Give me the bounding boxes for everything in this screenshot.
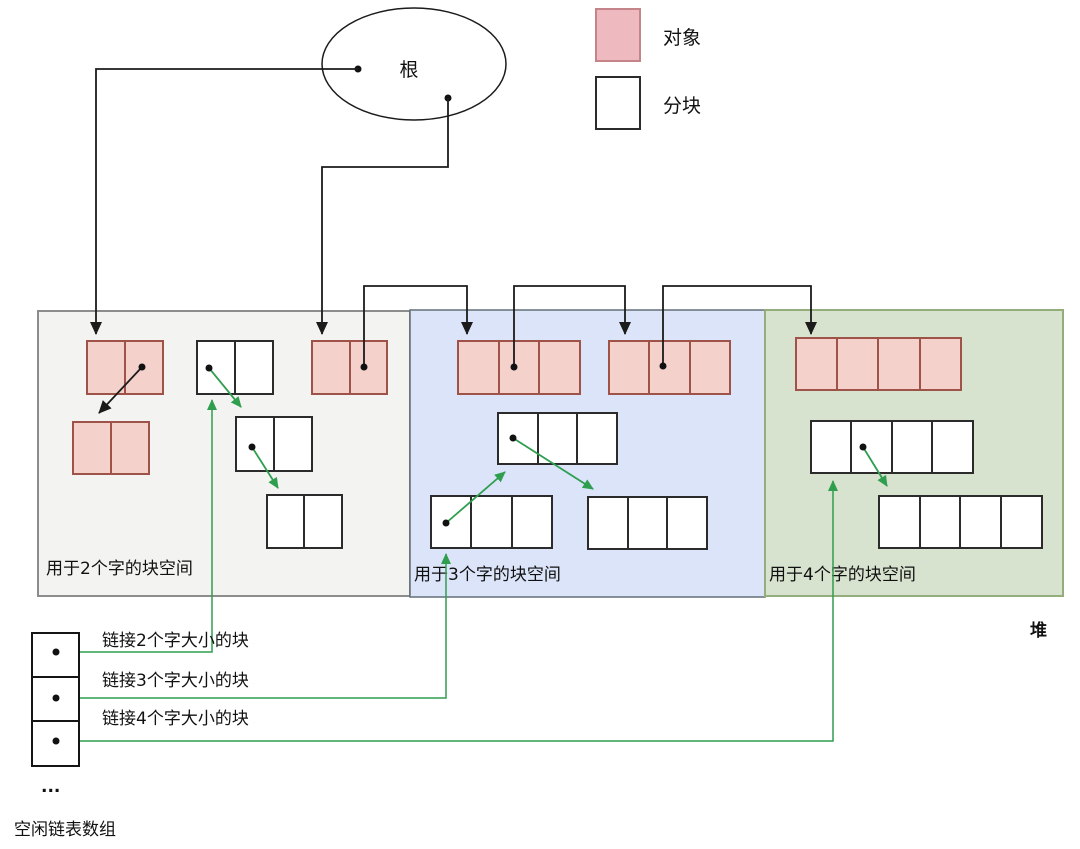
freelist-link-2word <box>56 399 217 653</box>
region-2word-label: 用于2个字的块空间 <box>46 559 193 579</box>
connector-root-to-2w-object1 <box>90 68 358 335</box>
dot-2w-object2 <box>360 363 368 371</box>
object-block-4w-1 <box>795 337 962 391</box>
region-4word-label: 用于4个字的块空间 <box>769 565 916 585</box>
link-2w-chunk1-to-chunk2 <box>208 367 242 408</box>
dot-2w-object1 <box>138 363 146 371</box>
dot-3w-object2 <box>659 362 667 370</box>
region-3word-label: 用于3个字的块空间 <box>414 565 561 585</box>
chunk-block-4w-1 <box>810 420 974 474</box>
connector-2w-object1-to-2w-object3 <box>98 366 143 414</box>
freelist-link-4word <box>56 480 838 742</box>
chunk-block-4w-2 <box>878 495 1043 549</box>
object-block-2w-1 <box>86 340 164 395</box>
dot-freelist-2word <box>52 648 60 656</box>
free-list-array: 链接2个字大小的块 链接3个字大小的块 链接4个字大小的块 ... 空闲链表数组 <box>14 631 249 840</box>
link-4w-chunk1-to-chunk2 <box>862 446 888 487</box>
dot-2w-chunk1 <box>205 364 213 372</box>
connector-3w-object1-to-3w-object2 <box>513 285 631 367</box>
freelist-entry-4word-label: 链接4个字大小的块 <box>102 709 249 729</box>
chunk-block-3w-middle <box>497 412 618 465</box>
freelist-link-3word <box>56 553 451 699</box>
legend-object-swatch <box>595 8 641 62</box>
freelist-entry-2word-label: 链接2个字大小的块 <box>102 631 249 651</box>
object-block-2w-3 <box>72 421 150 475</box>
dot-4w-chunk1 <box>859 443 867 451</box>
chunk-block-2w-3 <box>266 494 343 549</box>
legend-chunk-label: 分块 <box>663 95 701 117</box>
legend-chunk-swatch <box>595 76 641 130</box>
legend: 对象 分块 <box>595 8 701 130</box>
link-3w-chunkleft-to-chunkmid <box>445 471 506 524</box>
object-block-3w-1 <box>457 340 581 395</box>
connector-3w-object2-to-4w-object1 <box>662 285 817 366</box>
chunk-block-3w-left <box>430 495 553 549</box>
link-3w-chunkmid-to-chunkright <box>512 437 594 490</box>
root-node: 根 <box>321 7 507 121</box>
chunk-block-2w-2 <box>235 416 313 472</box>
root-label: 根 <box>399 59 418 81</box>
freelist-ellipsis: ... <box>41 777 60 797</box>
dot-3w-object1 <box>510 363 518 371</box>
connector-root-to-2w-object2 <box>316 98 449 335</box>
connector-2w-object2-to-3w-object1 <box>363 285 473 367</box>
object-block-3w-2 <box>608 340 731 395</box>
chunk-block-3w-right <box>587 496 708 550</box>
heap-label: 堆 <box>1030 620 1047 641</box>
object-block-2w-2 <box>311 340 388 395</box>
dot-freelist-4word <box>52 737 60 745</box>
freelist-entry-3word-label: 链接3个字大小的块 <box>102 671 249 691</box>
dot-3w-chunkmid <box>509 434 517 442</box>
freelist-title: 空闲链表数组 <box>14 820 116 840</box>
dot-3w-chunkleft <box>442 519 450 527</box>
dot-2w-chunk2 <box>248 443 256 451</box>
link-2w-chunk2-to-chunk3 <box>251 446 279 489</box>
legend-object-label: 对象 <box>663 27 701 49</box>
dot-freelist-3word <box>52 694 60 702</box>
root-ellipse <box>321 7 507 121</box>
